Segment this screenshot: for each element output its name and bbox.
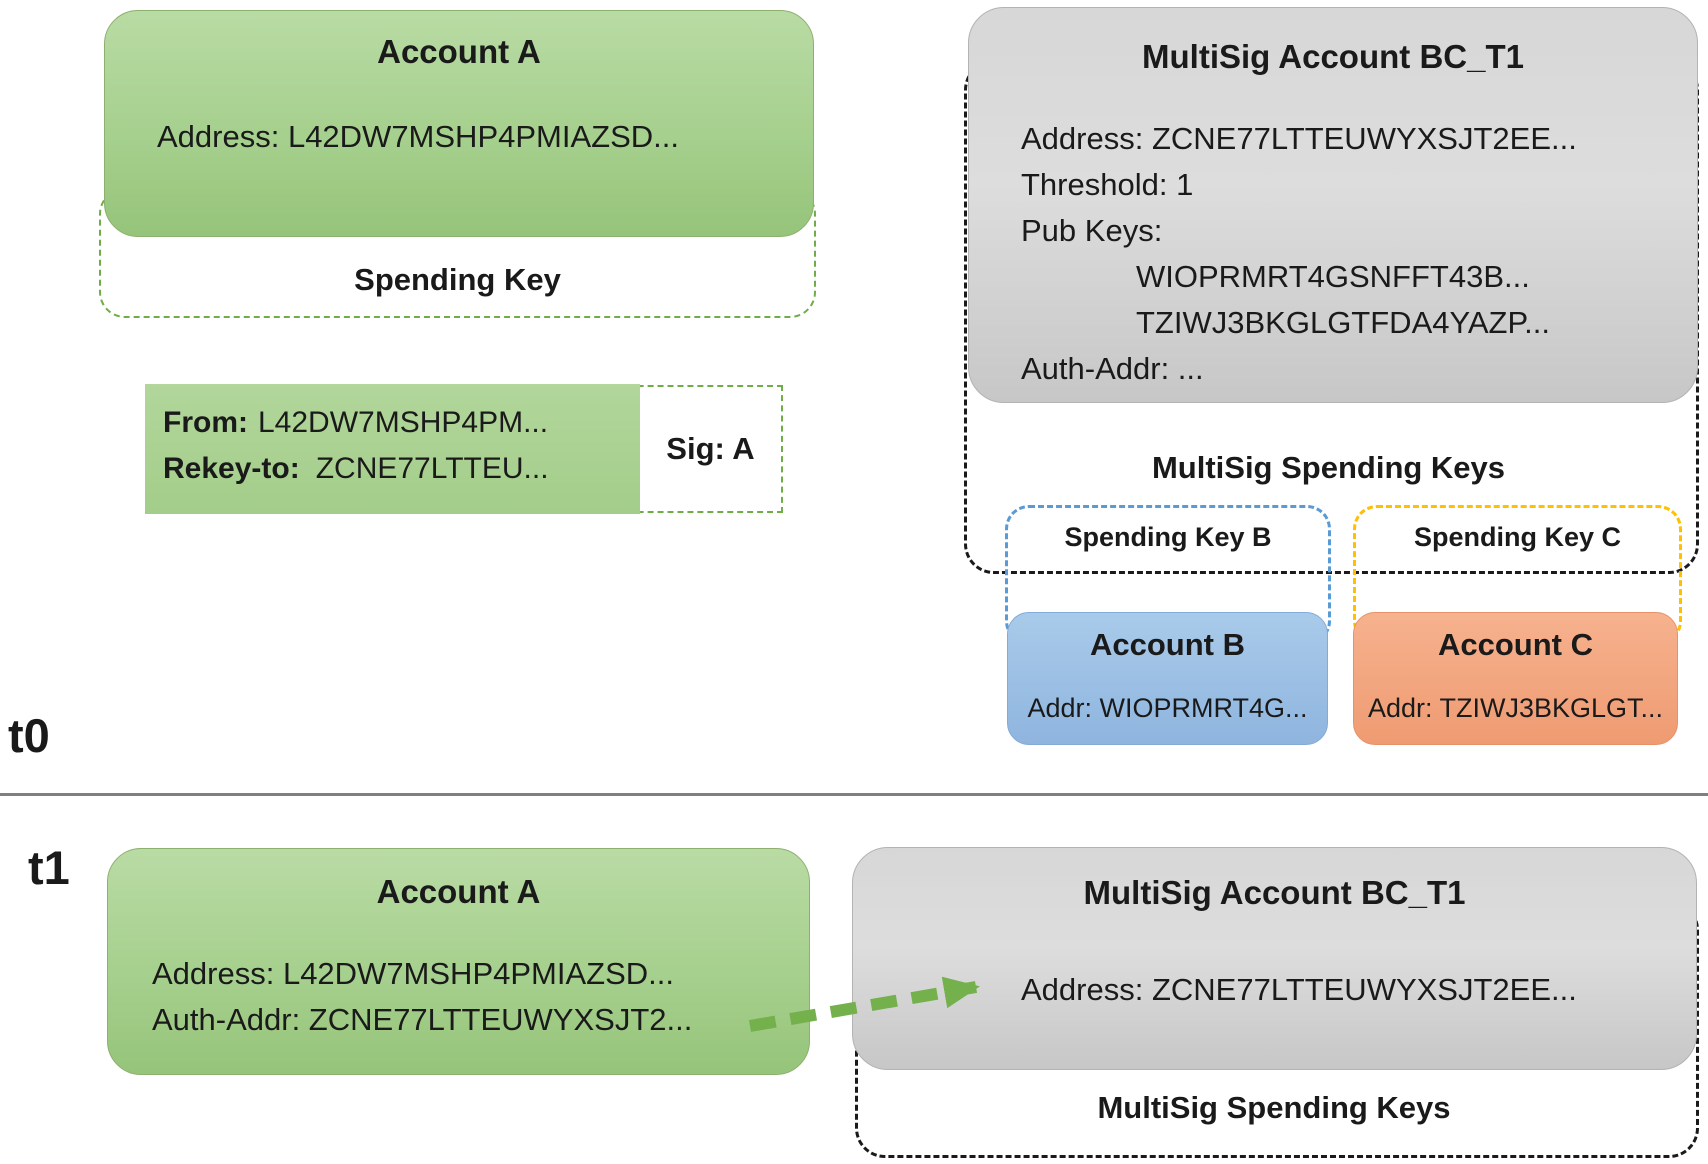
- multisig-pubkeys-label: Pub Keys:: [1021, 213, 1163, 248]
- account-a-auth-addr-t1: Auth-Addr: ZCNE77LTTEUWYXSJT2...: [152, 1002, 693, 1037]
- account-a-details-t1: Address: L42DW7MSHP4PMIAZSD... Auth-Addr…: [152, 951, 692, 1043]
- account-b-box: Account B Addr: WIOPRMRT4G...: [1007, 612, 1328, 745]
- multisig-pubkey-2: TZIWJ3BKGLGTFDA4YAZP...: [1136, 305, 1550, 340]
- account-c-addr: Addr: TZIWJ3BKGLGT...: [1367, 693, 1664, 723]
- account-a-box-t1: Account A Address: L42DW7MSHP4PMIAZSD...…: [107, 848, 810, 1075]
- account-b-addr: Addr: WIOPRMRT4G...: [1027, 693, 1308, 723]
- multisig-title-t0: MultiSig Account BC_T1: [1142, 38, 1524, 75]
- rekey-arrow: [748, 976, 980, 1032]
- rekey-to-label: Rekey-to:: [163, 452, 300, 485]
- account-a-address-t1: Address: L42DW7MSHP4PMIAZSD...: [152, 956, 674, 991]
- rekey-transaction-box: From: L42DW7MSHP4PM... Rekey-to: ZCNE77LTT…: [145, 384, 783, 514]
- rekey-to-value: ZCNE77LTTEU...: [315, 452, 549, 485]
- account-c-title: Account C: [1438, 627, 1593, 662]
- spending-key-c-container: Spending Key C: [1353, 505, 1682, 645]
- account-c-box: Account C Addr: TZIWJ3BKGLGT...: [1353, 612, 1678, 745]
- multisig-spending-keys-title-t1: MultiSig Spending Keys: [1097, 1090, 1451, 1125]
- multisig-threshold: Threshold: 1: [1021, 167, 1194, 202]
- rekey-transaction-fill: From: L42DW7MSHP4PM... Rekey-to: ZCNE77LTT…: [145, 384, 640, 514]
- account-a-box-t0: Account A Address: L42DW7MSHP4PMIAZSD...: [104, 10, 814, 237]
- account-a-title-t1: Account A: [376, 873, 541, 910]
- account-a-address-t0: Address: L42DW7MSHP4PMIAZSD...: [157, 119, 679, 154]
- multisig-details-t0: Address: ZCNE77LTTEUWYXSJT2EE... Thresho…: [1021, 116, 1577, 392]
- multisig-spending-keys-title-t0: MultiSig Spending Keys: [1151, 450, 1506, 485]
- multisig-pubkey-1: WIOPRMRT4GSNFFT43B...: [1136, 259, 1530, 294]
- multisig-account-box-t0: MultiSig Account BC_T1 Address: ZCNE77LT…: [968, 7, 1698, 403]
- t0-label: t0: [8, 709, 50, 762]
- multisig-account-box-t1: MultiSig Account BC_T1 Address: ZCNE77LT…: [852, 847, 1697, 1070]
- multisig-auth-addr-t0: Auth-Addr: ...: [1021, 351, 1204, 386]
- spending-key-b-label: Spending Key B: [1064, 522, 1272, 552]
- timeline-divider: [0, 793, 1708, 796]
- rekey-from-value: L42DW7MSHP4PM...: [258, 406, 549, 439]
- multisig-address-t0: Address: ZCNE77LTTEUWYXSJT2EE...: [1021, 121, 1577, 156]
- rekey-from-line: From: L42DW7MSHP4PM...: [163, 400, 640, 446]
- rekey-from-label: From:: [163, 406, 248, 439]
- t1-label: t1: [28, 841, 70, 894]
- multisig-title-t1: MultiSig Account BC_T1: [1083, 874, 1466, 911]
- account-b-title: Account B: [1090, 627, 1245, 662]
- multisig-address-t1: Address: ZCNE77LTTEUWYXSJT2EE...: [1021, 972, 1577, 1007]
- spending-key-c-label: Spending Key C: [1413, 522, 1622, 552]
- spending-key-a-label: Spending Key: [354, 262, 561, 297]
- rekey-to-line: Rekey-to: ZCNE77LTTEU...: [163, 446, 640, 492]
- rekey-sig-label: Sig: A: [666, 431, 755, 466]
- account-a-title-t0: Account A: [377, 33, 541, 70]
